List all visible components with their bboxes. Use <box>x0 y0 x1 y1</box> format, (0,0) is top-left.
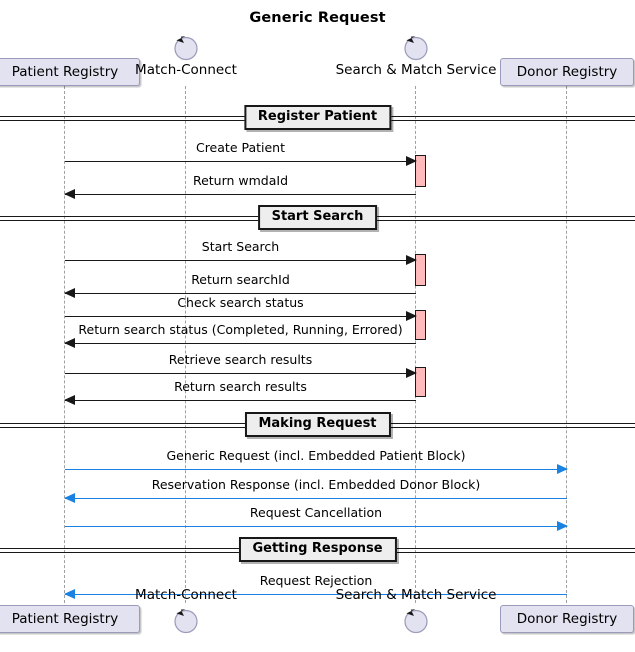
message-line <box>65 260 416 261</box>
participant-label: Donor Registry <box>516 64 618 80</box>
message-label-retrieve-search-results: Retrieve search results <box>168 352 313 367</box>
message-line <box>65 400 416 401</box>
arrowhead-right-icon <box>557 521 568 531</box>
lifeline-search-match-service <box>415 86 417 603</box>
message-generic-request[interactable]: Generic Request (incl. Embedded Patient … <box>65 448 568 482</box>
message-request-rejection[interactable]: Request Rejection <box>64 573 567 607</box>
participant-label: Patient Registry <box>11 64 119 80</box>
message-start-search-msg[interactable]: Start Search <box>65 239 417 273</box>
divider-label-register-patient: Register Patient <box>243 105 392 130</box>
control-circle-icon <box>171 605 201 639</box>
participant-box-donor-registry-header[interactable]: Donor Registry <box>500 58 634 86</box>
section-divider-getting-response: Getting Response <box>0 537 635 563</box>
message-return-search-results[interactable]: Return search results <box>64 379 416 413</box>
control-circle-icon <box>401 605 431 639</box>
divider-label-getting-response: Getting Response <box>238 537 397 562</box>
arrowhead-left-icon <box>64 589 75 599</box>
arrowhead-left-icon <box>64 288 75 298</box>
message-label-start-search-msg: Start Search <box>201 239 280 254</box>
message-create-patient[interactable]: Create Patient <box>65 140 417 174</box>
divider-label-start-search: Start Search <box>257 205 378 230</box>
message-line <box>65 373 416 374</box>
message-return-searchid[interactable]: Return searchId <box>64 272 416 306</box>
arrowhead-right-icon <box>406 156 417 166</box>
section-divider-start-search: Start Search <box>0 205 635 231</box>
section-divider-making-request: Making Request <box>0 412 635 438</box>
message-label-return-wmdaid: Return wmdaId <box>192 173 289 188</box>
message-line <box>65 343 416 344</box>
message-line <box>65 293 416 294</box>
message-line <box>65 498 567 499</box>
arrowhead-left-icon <box>64 189 75 199</box>
message-label-reservation-response: Reservation Response (incl. Embedded Don… <box>151 477 481 492</box>
message-line <box>65 194 416 195</box>
message-label-create-patient: Create Patient <box>195 140 286 155</box>
message-label-return-search-results: Return search results <box>174 379 307 394</box>
arrowhead-right-icon <box>406 368 417 378</box>
message-label-request-rejection: Request Rejection <box>259 573 373 588</box>
control-actor-match-connect-header[interactable]: Match-Connect <box>135 32 237 78</box>
control-actor-label: Match-Connect <box>135 587 237 603</box>
message-line <box>65 526 567 527</box>
control-actor-label: Search & Match Service <box>335 62 497 78</box>
participant-label: Donor Registry <box>516 611 618 627</box>
message-label-check-search-status: Check search status <box>177 295 304 310</box>
participant-box-donor-registry-footer[interactable]: Donor Registry <box>500 605 634 633</box>
message-line <box>65 316 416 317</box>
arrowhead-left-icon <box>64 493 75 503</box>
control-circle-icon <box>171 32 201 66</box>
message-label-return-search-status: Return search status (Completed, Running… <box>78 322 403 337</box>
participant-box-patient-registry-footer[interactable]: Patient Registry <box>0 605 140 633</box>
section-divider-register-patient: Register Patient <box>0 105 635 131</box>
divider-label-making-request: Making Request <box>244 412 391 437</box>
message-retrieve-search-results[interactable]: Retrieve search results <box>65 352 417 386</box>
arrowhead-right-icon <box>406 311 417 321</box>
message-reservation-response[interactable]: Reservation Response (incl. Embedded Don… <box>64 477 567 511</box>
page-title: Generic Request <box>249 10 386 26</box>
message-check-search-status[interactable]: Check search status <box>65 295 417 329</box>
control-actor-label: Search & Match Service <box>335 587 497 603</box>
participant-box-patient-registry-header[interactable]: Patient Registry <box>0 58 140 86</box>
message-request-cancellation[interactable]: Request Cancellation <box>65 505 568 539</box>
message-return-wmdaid[interactable]: Return wmdaId <box>64 173 416 207</box>
message-label-request-cancellation: Request Cancellation <box>249 505 383 520</box>
message-label-generic-request: Generic Request (incl. Embedded Patient … <box>166 448 466 463</box>
arrowhead-left-icon <box>64 338 75 348</box>
control-circle-icon <box>401 32 431 66</box>
activation-bar-search-match-service-3 <box>415 367 426 397</box>
arrowhead-right-icon <box>557 464 568 474</box>
lifeline-donor-registry <box>566 86 568 603</box>
message-line <box>65 469 567 470</box>
message-label-return-searchid: Return searchId <box>191 272 290 287</box>
message-return-search-status[interactable]: Return search status (Completed, Running… <box>64 322 416 356</box>
message-line <box>65 594 567 595</box>
activation-bar-search-match-service-1 <box>415 254 426 286</box>
control-actor-label: Match-Connect <box>135 62 237 78</box>
control-actor-search-match-service-header[interactable]: Search & Match Service <box>336 32 496 78</box>
arrowhead-left-icon <box>64 395 75 405</box>
activation-bar-search-match-service-1 <box>415 155 426 187</box>
message-line <box>65 161 416 162</box>
participant-label: Patient Registry <box>11 611 119 627</box>
lifeline-match-connect <box>185 86 187 603</box>
activation-bar-search-match-service-2 <box>415 310 426 340</box>
arrowhead-right-icon <box>406 255 417 265</box>
